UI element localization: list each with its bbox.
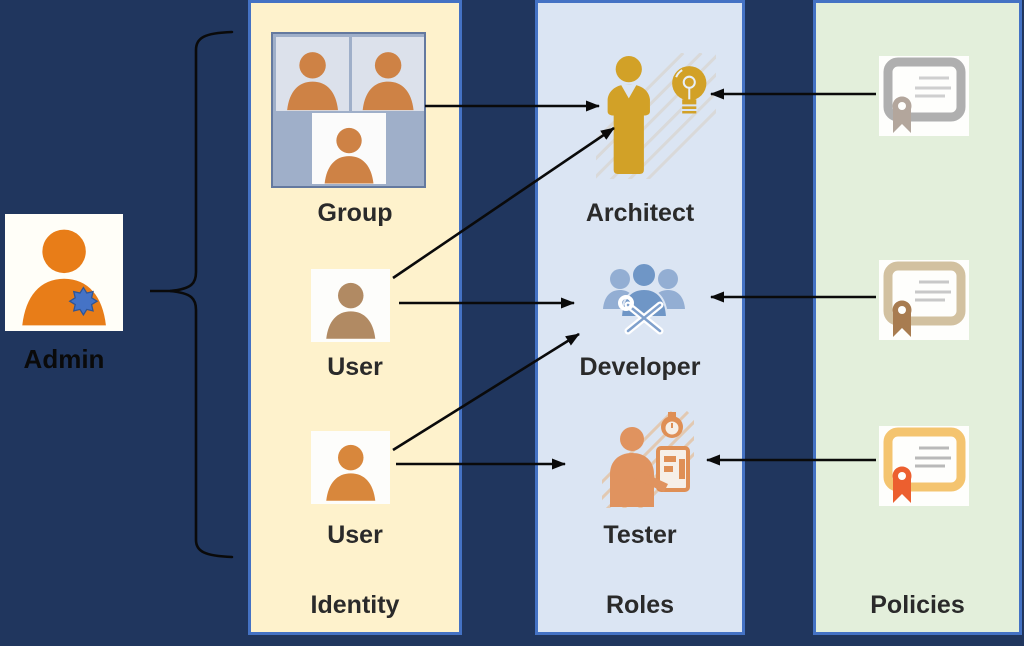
curly-brace [169,30,234,559]
certificate-icon [883,57,966,133]
policy-certificate-1 [879,56,969,136]
architect-icon [551,51,776,186]
policy-certificate-3 [879,426,969,506]
person-icon [324,127,374,184]
roles-column-label: Roles [605,591,675,619]
group-icon [271,32,426,188]
developer-label: Developer [579,353,701,381]
person-icon [325,445,376,502]
group-member-tile [312,113,386,184]
admin-icon [5,214,123,331]
user1-icon [311,269,390,342]
tester-label: Tester [603,521,677,549]
stopwatch-icon [661,412,683,438]
user2-icon [311,431,390,504]
identity-column-label: Identity [310,591,400,619]
group-label: Group [317,199,393,227]
person-with-lightbulb-icon [551,51,776,186]
policies-column-label: Policies [870,591,965,619]
admin-label: Admin [23,344,105,374]
certificate-icon [883,261,966,337]
tester-icon [570,410,738,514]
group-member-tile [352,37,424,111]
person-with-gear-badge-icon [22,229,106,326]
identity-column: Group User User Identity [248,0,462,635]
person-icon [362,51,414,110]
roles-column: Architect [535,0,776,635]
team-with-tools-icon [603,262,685,335]
certificate-icon [883,427,966,503]
architect-label: Architect [585,199,695,227]
suited-person-icon [607,56,650,174]
policies-column: Policies [813,0,1022,635]
clipboard-icon [656,446,690,492]
person-icon [325,283,376,340]
user2-label: User [327,521,383,549]
user1-label: User [327,353,383,381]
tester-person-icon [610,427,668,507]
crossed-tools-icon [618,295,664,335]
developer-icon [598,257,690,339]
person-icon [287,51,338,110]
gear-badge-icon [68,286,99,317]
lightbulb-icon [672,66,707,114]
group-member-tile [276,37,349,111]
policy-certificate-2 [879,260,969,340]
person-with-stopwatch-checklist-icon [570,410,738,514]
